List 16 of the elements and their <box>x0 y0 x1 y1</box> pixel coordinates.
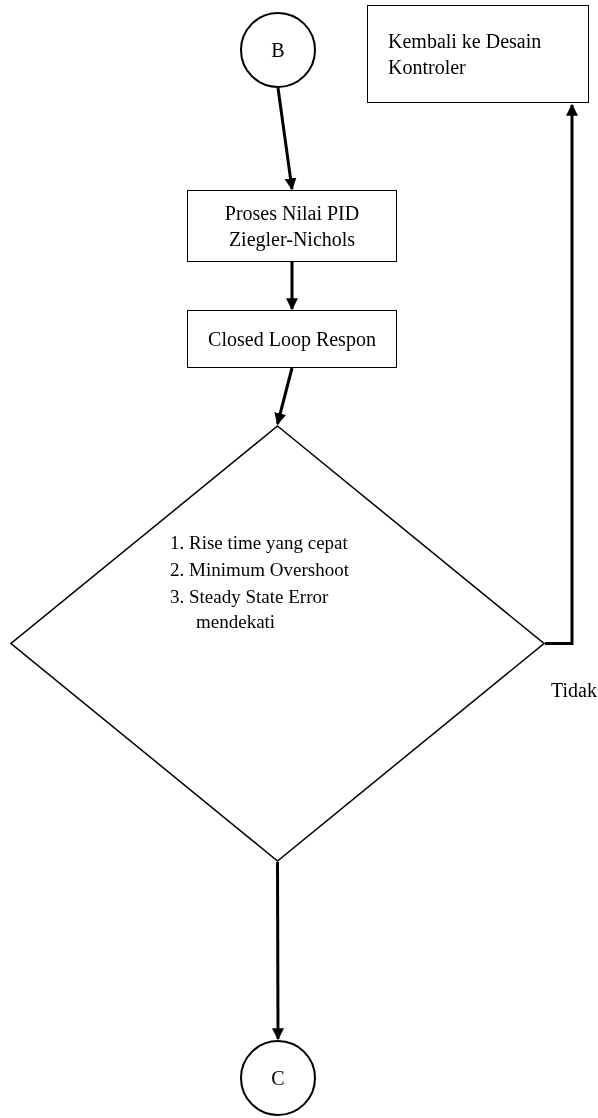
node-label: Proses Nilai PID Ziegler-Nichols <box>223 201 361 252</box>
node-label: C <box>271 1066 285 1091</box>
arrow <box>276 87 297 191</box>
process-box <box>367 5 589 103</box>
condition-text: 3. Steady State Error mendekati <box>170 585 330 634</box>
arrow <box>545 103 578 645</box>
arrow <box>274 367 294 426</box>
node-label: B <box>271 38 285 63</box>
node-label: Kembali ke Desain Kontroler <box>387 29 543 80</box>
condition-text: 2. Minimum Overshoot <box>170 558 350 582</box>
process-box <box>187 190 397 262</box>
process-box <box>187 310 397 368</box>
arrow <box>286 262 298 311</box>
node-label: Closed Loop Respon <box>208 327 376 352</box>
arrow <box>271 862 284 1041</box>
condition-text: 1. Rise time yang cepat <box>170 531 349 555</box>
